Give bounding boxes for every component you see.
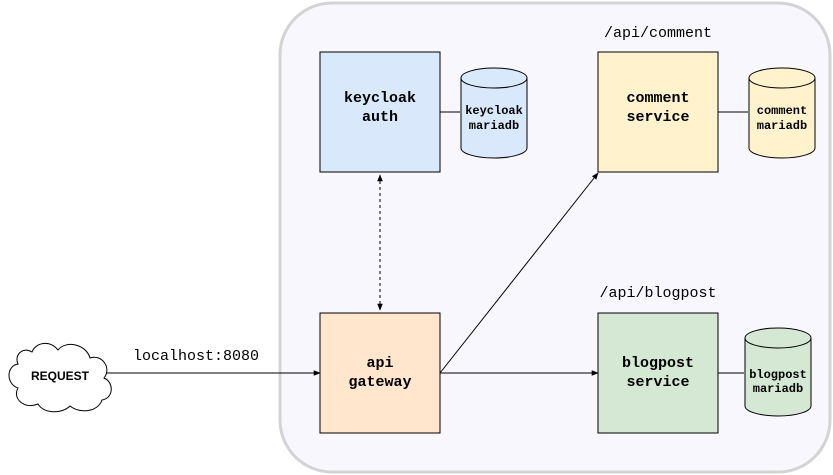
api-gateway-line2: gateway	[348, 374, 411, 391]
keycloak-mariadb-line1: keycloak	[465, 104, 523, 118]
comment-mariadb-line2: mariadb	[757, 119, 807, 133]
keycloak-mariadb-cylinder: keycloak mariadb	[460, 67, 528, 159]
blogpost-service-line2: service	[626, 374, 689, 391]
blogpost-mariadb-line2: mariadb	[753, 382, 803, 396]
edge-gateway-to-comment	[439, 172, 599, 374]
keycloak-auth-node: keycloak auth	[319, 51, 441, 173]
request-cloud: REQUEST	[8, 343, 112, 413]
comment-mariadb-line1: comment	[757, 104, 807, 118]
edge-label-localhost: localhost:8080	[133, 348, 259, 365]
blogpost-service-line1: blogpost	[622, 355, 694, 372]
keycloak-auth-line1: keycloak	[344, 90, 416, 107]
comment-mariadb-cylinder: comment mariadb	[748, 67, 816, 159]
route-label-comment: /api/comment	[604, 25, 712, 42]
keycloak-mariadb-line2: mariadb	[469, 119, 519, 133]
blogpost-service-node: blogpost service	[597, 312, 719, 434]
comment-service-line1: comment	[626, 90, 689, 107]
api-gateway-node: api gateway	[319, 312, 441, 434]
blogpost-mariadb-cylinder: blogpost mariadb	[744, 327, 812, 417]
keycloak-auth-line2: auth	[362, 109, 398, 126]
route-label-blogpost: /api/blogpost	[599, 285, 716, 302]
request-label: REQUEST	[31, 369, 90, 383]
api-gateway-line1: api	[366, 355, 393, 372]
comment-service-node: comment service	[597, 51, 719, 173]
blogpost-mariadb-line1: blogpost	[749, 368, 807, 382]
comment-service-line2: service	[626, 109, 689, 126]
